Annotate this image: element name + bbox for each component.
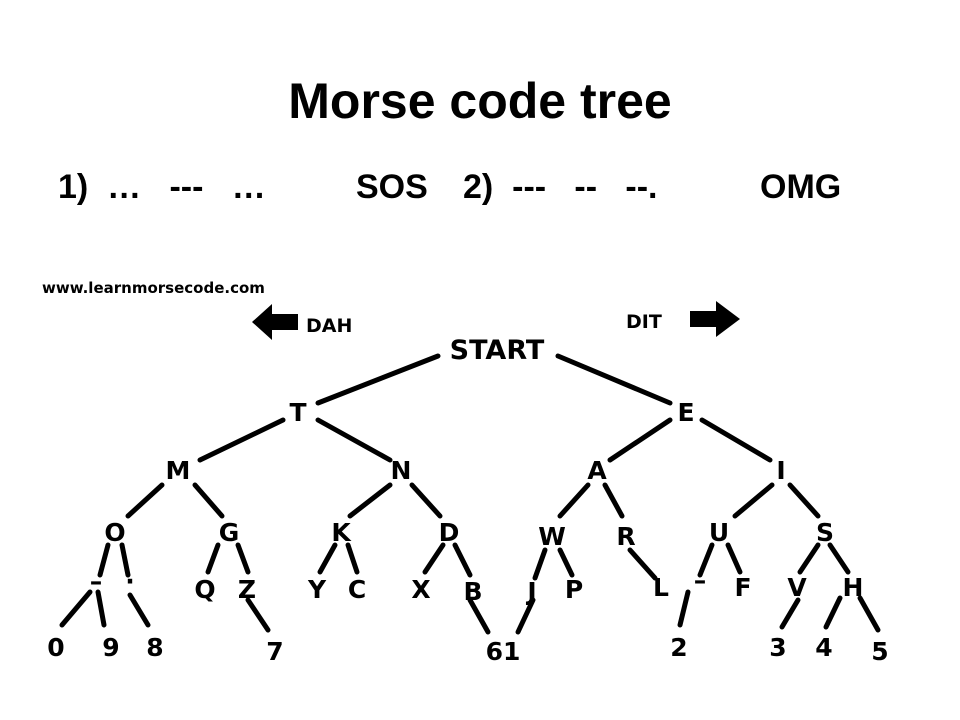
node-o: O xyxy=(104,518,125,547)
node-digit-0: 0 xyxy=(47,633,64,662)
example-1-answer: SOS xyxy=(356,168,428,206)
node-digit-3: 3 xyxy=(769,633,786,662)
node-u: U xyxy=(709,518,729,547)
node-digit-9: 9 xyxy=(102,633,119,662)
node-t: T xyxy=(289,398,306,427)
node-m: M xyxy=(166,456,191,485)
node-h: H xyxy=(843,573,864,602)
node-j: J xyxy=(525,577,536,606)
dit-arrow-icon xyxy=(690,301,740,337)
node-digit-2: 2 xyxy=(670,633,687,662)
example-2-code: 2) --- -- --. xyxy=(463,168,658,206)
node-y: Y xyxy=(307,575,327,604)
tree-root-start: START xyxy=(450,335,545,366)
node-s: S xyxy=(816,518,834,547)
page-title: Morse code tree xyxy=(288,73,672,129)
node-r: R xyxy=(616,522,635,551)
node-n: N xyxy=(391,456,412,485)
node-o-dash: – xyxy=(90,567,103,596)
node-digit-5: 5 xyxy=(871,637,888,666)
example-1-code: 1) … --- … xyxy=(58,168,266,206)
node-d: D xyxy=(439,518,460,547)
dah-label: DAH xyxy=(306,315,352,337)
node-b: B xyxy=(463,577,482,606)
node-i: I xyxy=(776,456,785,485)
node-p: P xyxy=(565,575,583,604)
node-digit-7: 7 xyxy=(266,637,283,666)
tree-nodes: START T E M N A I O G K D W R U S – · Q … xyxy=(47,335,888,666)
node-l: L xyxy=(653,573,669,602)
node-c: C xyxy=(348,575,366,604)
node-w: W xyxy=(538,522,566,551)
node-f: F xyxy=(734,573,751,602)
dit-label: DIT xyxy=(626,311,662,333)
node-digit-8: 8 xyxy=(146,633,163,662)
node-e: E xyxy=(677,398,694,427)
node-g: G xyxy=(219,518,240,547)
node-a: A xyxy=(587,456,607,485)
node-digit-6-1: 61 xyxy=(486,637,521,666)
node-o-dot: · xyxy=(125,567,135,596)
node-z: Z xyxy=(238,575,256,604)
source-url: www.learnmorsecode.com xyxy=(42,279,265,297)
node-q: Q xyxy=(194,575,215,604)
dah-arrow-icon xyxy=(252,304,298,340)
example-2-answer: OMG xyxy=(760,168,842,206)
node-k: K xyxy=(331,518,352,547)
node-v: V xyxy=(787,573,807,602)
node-x: X xyxy=(411,575,430,604)
node-u-dash: – xyxy=(694,566,707,595)
node-digit-4: 4 xyxy=(815,633,832,662)
tree-edges xyxy=(59,353,881,635)
